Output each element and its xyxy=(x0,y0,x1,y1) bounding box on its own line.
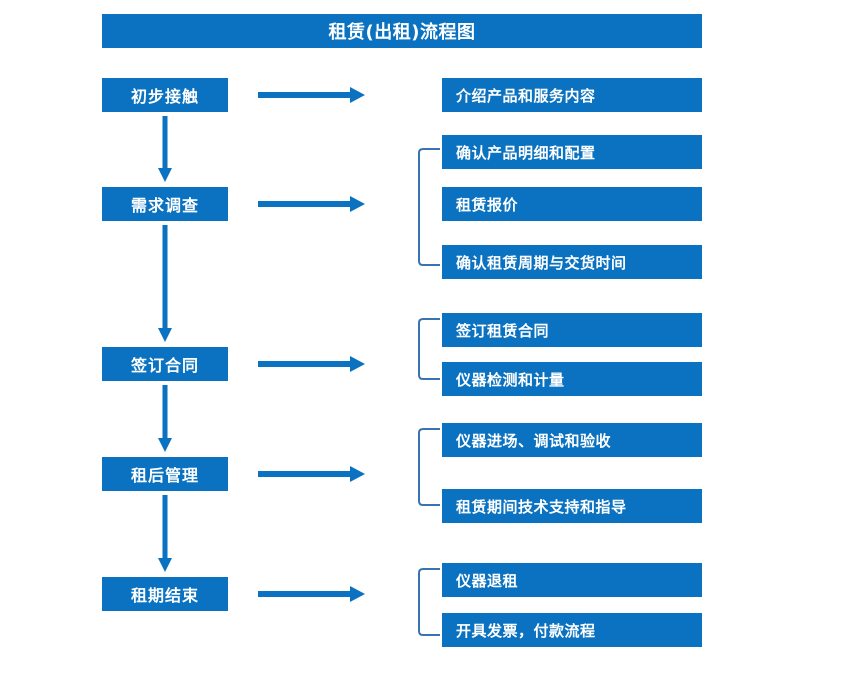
detail-box-2-3[interactable]: 确认租赁周期与交货时间 xyxy=(442,245,702,279)
detail-box-2-1[interactable]: 确认产品明细和配置 xyxy=(442,135,702,169)
stage-box-4[interactable]: 租后管理 xyxy=(102,457,228,491)
detail-box-5-1[interactable]: 仪器退租 xyxy=(442,563,702,597)
page-title: 租赁(出租)流程图 xyxy=(102,14,702,48)
arrow-down-icon-1 xyxy=(156,116,174,183)
group-bracket-icon-5 xyxy=(418,568,440,636)
detail-box-1-1[interactable]: 介绍产品和服务内容 xyxy=(442,78,702,112)
arrow-down-icon-2 xyxy=(156,225,174,343)
arrow-right-icon-4 xyxy=(258,465,366,483)
detail-box-3-2[interactable]: 仪器检测和计量 xyxy=(442,362,702,396)
arrow-right-icon-5 xyxy=(258,585,366,603)
stage-box-5[interactable]: 租期结束 xyxy=(102,577,228,611)
detail-box-4-2[interactable]: 租赁期间技术支持和指导 xyxy=(442,489,702,523)
detail-box-4-1[interactable]: 仪器进场、调试和验收 xyxy=(442,423,702,457)
arrow-right-icon-2 xyxy=(258,195,366,213)
group-bracket-icon-3 xyxy=(418,318,440,380)
arrow-down-icon-3 xyxy=(156,385,174,453)
arrow-right-icon-3 xyxy=(258,355,366,373)
detail-box-2-2[interactable]: 租赁报价 xyxy=(442,187,702,221)
arrow-right-icon-1 xyxy=(258,86,366,104)
stage-box-1[interactable]: 初步接触 xyxy=(102,78,228,112)
stage-box-3[interactable]: 签订合同 xyxy=(102,347,228,381)
group-bracket-icon-2 xyxy=(418,148,440,266)
detail-box-5-2[interactable]: 开具发票，付款流程 xyxy=(442,613,702,647)
group-bracket-icon-4 xyxy=(418,428,440,506)
detail-box-3-1[interactable]: 签订租赁合同 xyxy=(442,313,702,347)
arrow-down-icon-4 xyxy=(156,495,174,573)
stage-box-2[interactable]: 需求调查 xyxy=(102,187,228,221)
